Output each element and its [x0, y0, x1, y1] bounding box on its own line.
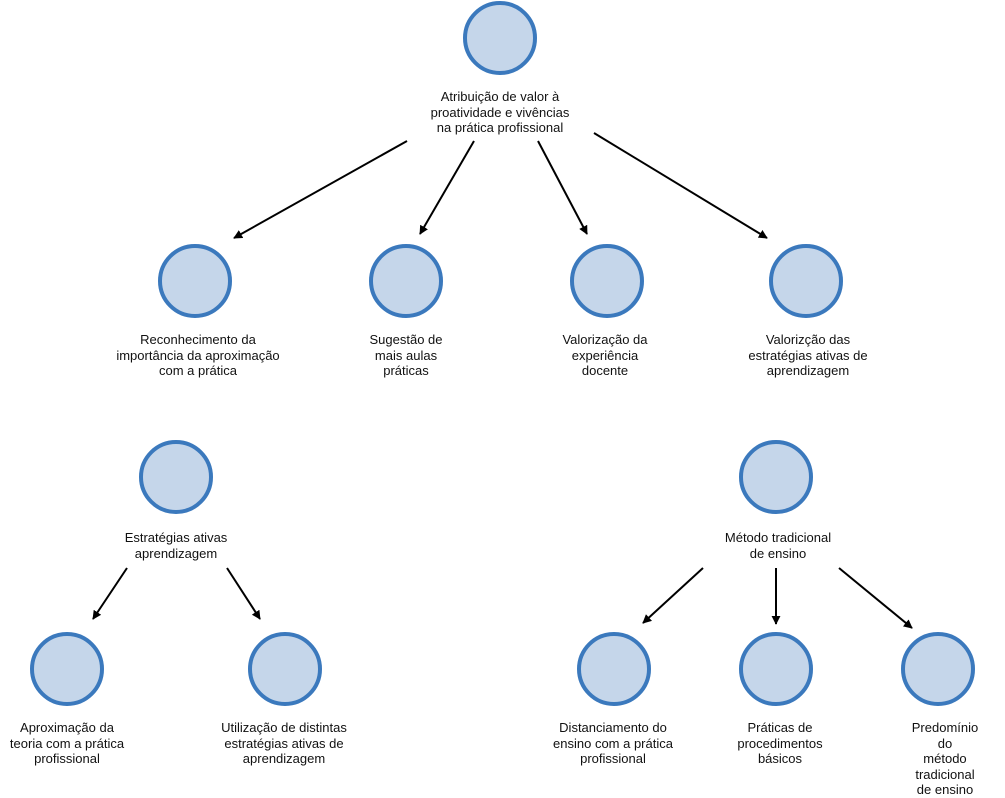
node-circle-root2: [139, 440, 213, 514]
node-label-c3: Valorização da experiência docente: [562, 332, 648, 378]
node-circle-c2: [369, 244, 443, 318]
node-label-d2: Utilização de distintas estratégias ativ…: [221, 720, 347, 766]
node-circle-d1: [30, 632, 104, 706]
arrow-root1-to-c3: [537, 140, 588, 235]
node-circle-root1: [463, 1, 537, 75]
node-circle-e2: [739, 632, 813, 706]
node-label-c1: Reconhecimento da importância da aproxim…: [116, 332, 280, 378]
node-circle-e1: [577, 632, 651, 706]
concept-map-diagram: [30, 1, 975, 706]
node-label-e2: Práticas de procedimentos básicos: [737, 720, 823, 766]
arrow-root2-to-d2: [226, 567, 261, 620]
node-label-e3: Predomínio do método tradicional de ensi…: [911, 720, 979, 797]
node-label-root2: Estratégias ativas aprendizagem: [124, 530, 228, 561]
node-label-c4: Valorizção das estratégias ativas de apr…: [748, 332, 868, 378]
node-circle-e3: [901, 632, 975, 706]
arrow-root3-to-e3: [838, 567, 913, 629]
arrow-root3-to-e1: [642, 567, 704, 624]
node-circle-root3: [739, 440, 813, 514]
arrow-root2-to-d1: [92, 567, 128, 620]
node-label-root1: Atribuição de valor à proatividade e viv…: [430, 89, 570, 135]
arrow-root1-to-c4: [593, 132, 768, 239]
node-circle-c3: [570, 244, 644, 318]
node-label-c2: Sugestão de mais aulas práticas: [369, 332, 443, 378]
node-circle-c1: [158, 244, 232, 318]
node-label-e1: Distanciamento do ensino com a prática p…: [553, 720, 673, 766]
node-label-d1: Aproximação da teoria com a prática prof…: [9, 720, 125, 766]
arrow-root1-to-c2: [419, 140, 475, 235]
node-circle-c4: [769, 244, 843, 318]
arrow-root1-to-c1: [233, 140, 408, 239]
node-circle-d2: [248, 632, 322, 706]
node-label-root3: Método tradicional de ensino: [724, 530, 832, 561]
